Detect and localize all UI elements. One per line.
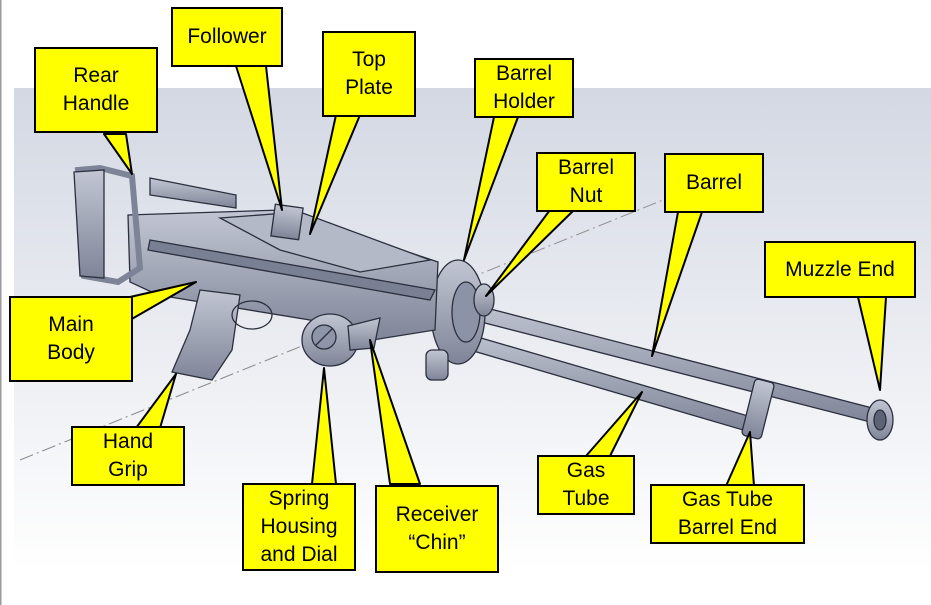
label-gas-tube-barrel-end: Gas Tube Barrel End	[650, 484, 805, 544]
label-top-plate: Top Plate	[322, 31, 416, 117]
spring-housing	[301, 313, 359, 367]
label-gas-tube: Gas Tube	[537, 455, 635, 515]
barrel-assembly	[435, 297, 894, 441]
pointer-receiver-chin	[369, 339, 421, 485]
pointer-rear-handle	[103, 133, 133, 175]
label-barrel-holder: Barrel Holder	[474, 58, 574, 118]
label-barrel: Barrel	[664, 153, 764, 213]
label-spring-housing: Spring Housing and Dial	[242, 483, 356, 571]
rear-handle	[73, 164, 144, 286]
label-follower: Follower	[171, 7, 283, 67]
main-body	[127, 177, 439, 343]
label-muzzle-end: Muzzle End	[764, 241, 916, 298]
label-receiver-chin: Receiver “Chin”	[375, 485, 499, 573]
receiver-chin	[347, 317, 381, 351]
top-rail	[149, 177, 237, 209]
hand-grip	[171, 289, 273, 381]
follower	[270, 203, 304, 241]
label-main-body: Main Body	[9, 296, 133, 382]
label-hand-grip: Hand Grip	[71, 426, 185, 486]
label-rear-handle: Rear Handle	[34, 47, 158, 133]
trigger-guard	[231, 300, 273, 330]
label-barrel-nut: Barrel Nut	[536, 152, 636, 212]
